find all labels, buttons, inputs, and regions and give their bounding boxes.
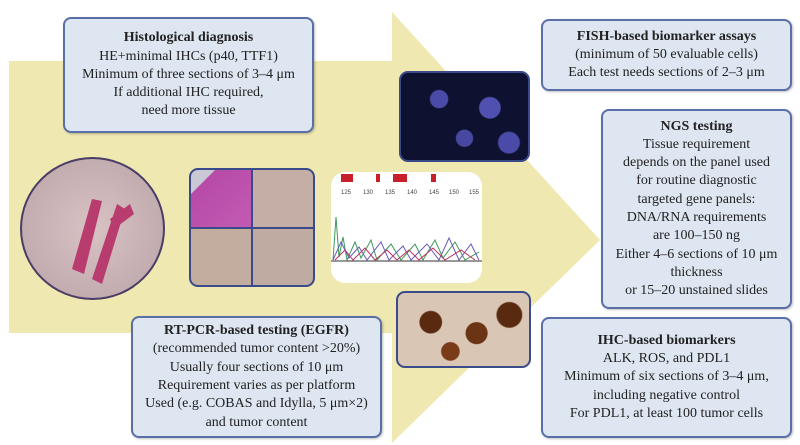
chromatogram-tick: 125: [341, 190, 352, 196]
box-line: targeted gene panels:: [637, 191, 756, 207]
box-line: including negative control: [593, 387, 740, 403]
box-line: For PDL1, at least 100 tumor cells: [569, 405, 764, 421]
box-line: Minimum of six sections of 3–4 μm,: [564, 369, 769, 385]
histology-grid-image: [189, 168, 315, 287]
box-line: Minimum of three sections of 3–4 μm: [82, 66, 295, 82]
chromatogram-tick: 130: [363, 190, 374, 196]
box-line: or 15–20 unstained slides: [625, 283, 768, 299]
box-title: IHC-based biomarkers: [597, 332, 736, 348]
ngs-testing-box: NGS testing Tissue requirement depends o…: [601, 109, 792, 309]
box-line: ALK, ROS, and PDL1: [602, 351, 731, 367]
box-line: Either 4–6 sections of 10 μm: [615, 246, 778, 262]
box-line: for routine diagnostic: [636, 173, 757, 189]
chromatogram-tick: 140: [407, 190, 418, 196]
tissue-slide-image: [20, 157, 165, 300]
chromatogram-tick: 145: [429, 190, 440, 196]
box-line: HE+minimal IHCs (p40, TTF1): [99, 48, 278, 64]
box-line: (minimum of 50 evaluable cells): [575, 46, 758, 62]
box-line: Tissue requirement: [642, 136, 751, 152]
ihc-biomarkers-box: IHC-based biomarkers ALK, ROS, and PDL1 …: [541, 317, 792, 438]
box-line: Used (e.g. COBAS and Idylla, 5 μm×2): [145, 396, 368, 412]
box-line: Each test needs sections of 2–3 μm: [568, 65, 765, 81]
box-title: FISH-based biomarker assays: [576, 28, 757, 44]
rt-pcr-testing-box: RT-PCR-based testing (EGFR) (recommended…: [131, 316, 382, 438]
chromatogram-tick: 150: [449, 190, 460, 196]
box-line: thickness: [670, 264, 723, 280]
box-line: are 100–150 ng: [652, 228, 741, 244]
chromatogram-tick: 135: [385, 190, 396, 196]
box-line: and tumor content: [205, 414, 308, 430]
box-title: NGS testing: [660, 118, 733, 134]
box-line: depends on the panel used: [623, 155, 770, 171]
fish-assays-box: FISH-based biomarker assays (minimum of …: [541, 19, 792, 91]
box-title: Histological diagnosis: [123, 30, 254, 46]
box-line: DNA/RNA requirements: [626, 210, 767, 225]
histological-diagnosis-box: Histological diagnosis HE+minimal IHCs (…: [63, 17, 314, 133]
fish-fluorescence-image: [399, 71, 530, 162]
box-line: Requirement varies as per platform: [157, 378, 356, 393]
ihc-stain-image: [396, 291, 531, 368]
box-line: need more tissue: [141, 103, 236, 119]
box-title: RT-PCR-based testing (EGFR): [164, 323, 349, 339]
box-line: (recommended tumor content >20%): [152, 341, 361, 357]
box-line: Usually four sections of 10 μm: [169, 359, 344, 375]
sequencing-chromatogram-image: 125 130 135 140 145 150 155: [331, 172, 482, 283]
box-line: If additional IHC required,: [113, 85, 264, 101]
chromatogram-tick: 155: [469, 190, 480, 196]
